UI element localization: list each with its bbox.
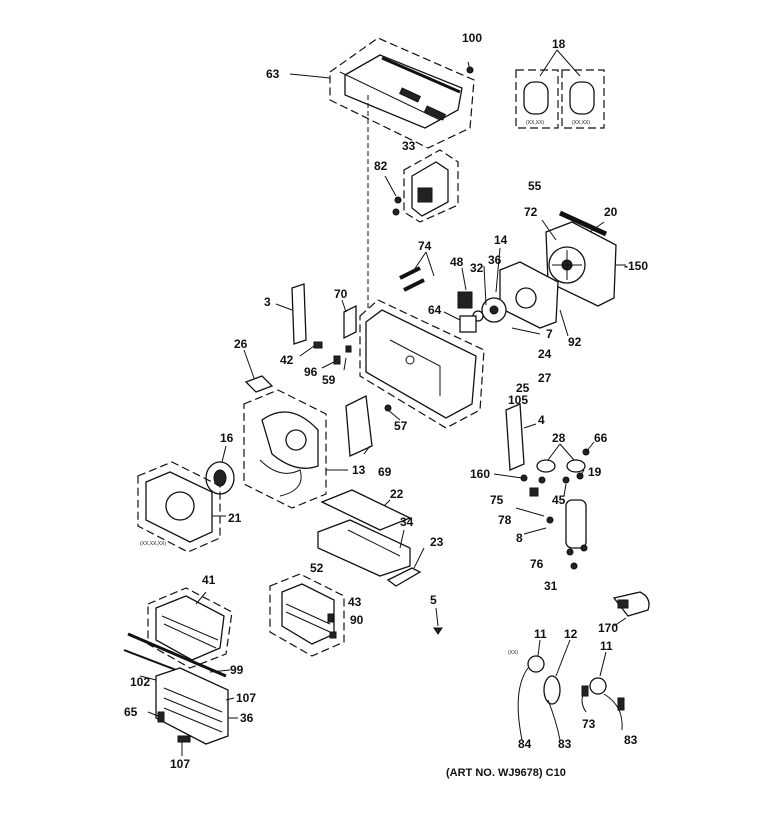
callout-52: 52 xyxy=(310,561,324,575)
base-chassis xyxy=(359,299,485,429)
side-bracket-parts xyxy=(275,283,357,371)
callout-41: 41 xyxy=(202,573,216,587)
callout-7: 7 xyxy=(546,327,553,341)
callout-13: 13 xyxy=(352,463,366,477)
callout-25: 25 xyxy=(516,381,530,395)
callout-31: 31 xyxy=(544,579,558,593)
callout-100: 100 xyxy=(462,31,482,45)
callout-55: 55 xyxy=(528,179,542,193)
svg-text:(XX,XX,XX): (XX,XX,XX) xyxy=(140,541,166,547)
compressor-hardware xyxy=(493,403,595,570)
callout-74: 74 xyxy=(418,239,432,253)
callout-102: 102 xyxy=(130,675,150,689)
callout-32: 32 xyxy=(470,261,484,275)
compressor-options: (XX,XX) (XX,XX) xyxy=(515,49,605,129)
control-panel-assembly xyxy=(289,37,475,310)
callout-23: 23 xyxy=(430,535,444,549)
blower-wheel xyxy=(205,445,235,495)
callout-160: 160 xyxy=(470,467,490,481)
callout-59: 59 xyxy=(322,373,336,387)
svg-text:(XX,XX): (XX,XX) xyxy=(572,120,590,126)
callout-42: 42 xyxy=(280,353,294,367)
callout-27: 27 xyxy=(538,371,552,385)
callout-19: 19 xyxy=(588,465,602,479)
insulation-strips xyxy=(399,251,435,292)
callout-26: 26 xyxy=(234,337,248,351)
condenser-fan-assembly xyxy=(541,210,626,307)
svg-text:(XX,XX): (XX,XX) xyxy=(526,120,544,126)
callout-70: 70 xyxy=(334,287,348,301)
callout-69: 69 xyxy=(378,465,392,479)
svg-text:(XX): (XX) xyxy=(508,650,518,656)
callout-66: 66 xyxy=(594,431,608,445)
screw-5 xyxy=(433,607,443,635)
callout-33: 33 xyxy=(402,139,416,153)
blower-scroll-housing xyxy=(243,389,348,509)
callout-150: -150 xyxy=(624,259,648,273)
callout-28: 28 xyxy=(552,431,566,445)
callout-107-top: 107 xyxy=(236,691,256,705)
callout-107-bottom: 107 xyxy=(170,757,190,771)
louver-assembly xyxy=(269,573,345,657)
callout-18: 18 xyxy=(552,37,566,51)
callout-105: 105 xyxy=(508,393,528,407)
callout-72: 72 xyxy=(524,205,538,219)
callout-14: 14 xyxy=(494,233,508,247)
callout-4: 4 xyxy=(538,413,545,427)
callout-45: 45 xyxy=(552,493,566,507)
callout-21: 21 xyxy=(228,511,242,525)
callout-48: 48 xyxy=(450,255,464,269)
callout-99: 99 xyxy=(230,663,244,677)
fan-motor-bracket xyxy=(443,247,569,337)
thermostat-and-wiring: (XX) xyxy=(508,591,650,741)
callout-83-left: 83 xyxy=(558,737,572,751)
callout-65: 65 xyxy=(124,705,138,719)
callout-92: 92 xyxy=(568,335,582,349)
callout-11-left: 11 xyxy=(534,627,547,641)
callout-24: 24 xyxy=(538,347,552,361)
panel-69 xyxy=(345,395,373,457)
callout-78: 78 xyxy=(498,513,512,527)
evaporator-coil xyxy=(123,632,238,756)
vane-23 xyxy=(386,547,425,587)
callout-57: 57 xyxy=(394,419,408,433)
callout-64: 64 xyxy=(428,303,442,317)
small-bracket-26 xyxy=(243,349,274,393)
callout-43: 43 xyxy=(348,595,362,609)
front-grille xyxy=(147,587,233,669)
callout-96: 96 xyxy=(304,365,318,379)
callout-84: 84 xyxy=(518,737,532,751)
callout-36-top: 36 xyxy=(488,253,502,267)
callout-16: 16 xyxy=(220,431,234,445)
callout-12: 12 xyxy=(564,627,578,641)
callout-labels: 100 18 63 33 82 55 20 72 14 -150 74 48 3… xyxy=(124,31,648,771)
callout-5: 5 xyxy=(430,593,437,607)
callout-63: 63 xyxy=(266,67,280,81)
orifice-plate: (XX,XX,XX) xyxy=(137,461,226,553)
callout-34: 34 xyxy=(400,515,414,529)
callout-3: 3 xyxy=(264,295,271,309)
callout-170: 170 xyxy=(598,621,618,635)
callout-36-bottom: 36 xyxy=(240,711,254,725)
filter-and-grille-parts xyxy=(317,489,412,577)
callout-20: 20 xyxy=(604,205,618,219)
callout-82: 82 xyxy=(374,159,388,173)
callout-83-right: 83 xyxy=(624,733,638,747)
callout-75: 75 xyxy=(490,493,504,507)
callout-8: 8 xyxy=(516,531,523,545)
art-number-caption: (ART NO. WJ9678) C10 xyxy=(446,767,566,779)
callout-11-right: 11 xyxy=(600,639,613,653)
callout-73: 73 xyxy=(582,717,596,731)
callout-22: 22 xyxy=(390,487,404,501)
callout-90: 90 xyxy=(350,613,364,627)
control-box xyxy=(384,149,459,223)
callout-76: 76 xyxy=(530,557,544,571)
